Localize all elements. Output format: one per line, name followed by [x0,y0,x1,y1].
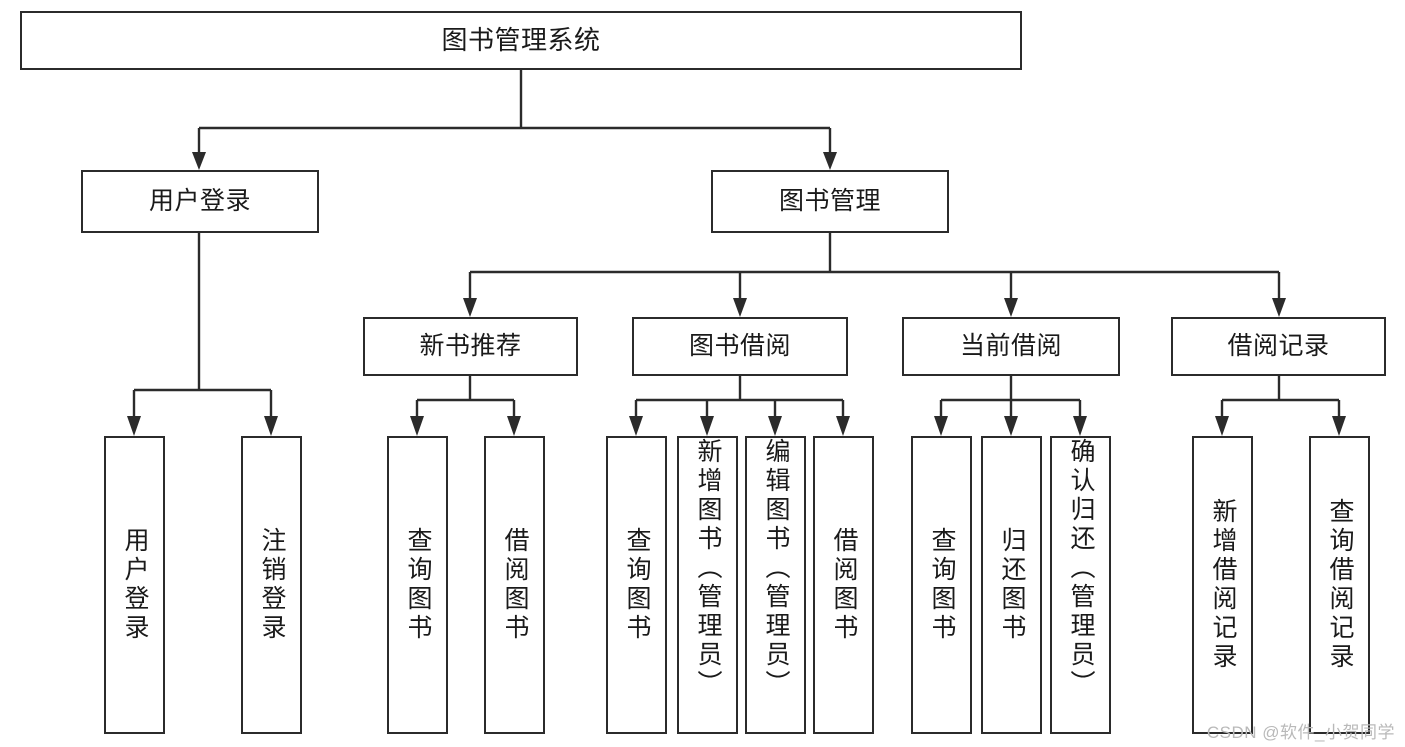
node-label: 归还图书 [998,527,1026,643]
leaf-new-book-borrow-book[interactable]: 借阅图书 [484,436,545,734]
node-label: 注销登录 [258,527,286,643]
node-label: 编辑图书（管理员） [762,438,790,699]
node-label: 新增图书（管理员） [694,438,722,699]
node-label: 图书管理 [778,186,881,215]
node-label: 查询图书 [404,527,432,643]
leaf-book-borrow-add-book-admin[interactable]: 新增图书（管理员） [677,436,738,734]
node-label: 用户登录 [148,186,251,215]
leaf-book-borrow-query-book[interactable]: 查询图书 [606,436,667,734]
node-label: 查询图书 [623,527,651,643]
node-label: 用户登录 [121,527,149,643]
leaf-book-borrow-edit-book-admin[interactable]: 编辑图书（管理员） [745,436,806,734]
node-book-borrow[interactable]: 图书借阅 [632,317,848,376]
node-label: 查询图书 [928,527,956,643]
node-new-book-recommend[interactable]: 新书推荐 [363,317,578,376]
csdn-watermark: CSDN @软件_小贺同学 [1206,723,1395,742]
leaf-book-borrow-borrow-book[interactable]: 借阅图书 [813,436,874,734]
node-label: 借阅图书 [501,527,529,643]
node-label: 图书管理系统 [441,25,601,56]
leaf-current-borrow-query-book[interactable]: 查询图书 [911,436,972,734]
leaf-new-book-query-book[interactable]: 查询图书 [387,436,448,734]
node-label: 确认归还（管理员） [1067,438,1095,699]
leaf-user-login-logout[interactable]: 注销登录 [241,436,302,734]
node-label: 借阅图书 [830,527,858,643]
leaf-user-login-login[interactable]: 用户登录 [104,436,165,734]
node-label: 新书推荐 [419,331,522,360]
leaf-current-borrow-confirm-return-admin[interactable]: 确认归还（管理员） [1050,436,1111,734]
node-label: 新增借阅记录 [1209,498,1237,672]
leaf-current-borrow-return-book[interactable]: 归还图书 [981,436,1042,734]
node-book-management[interactable]: 图书管理 [711,170,949,233]
node-label: 查询借阅记录 [1326,498,1354,672]
node-borrow-record[interactable]: 借阅记录 [1171,317,1386,376]
node-root-system[interactable]: 图书管理系统 [20,11,1022,70]
node-label: 当前借阅 [959,331,1062,360]
node-user-login[interactable]: 用户登录 [81,170,319,233]
node-label: 借阅记录 [1227,331,1330,360]
node-label: 图书借阅 [688,331,791,360]
node-current-borrow[interactable]: 当前借阅 [902,317,1120,376]
leaf-borrow-record-add-record[interactable]: 新增借阅记录 [1192,436,1253,734]
leaf-borrow-record-query-record[interactable]: 查询借阅记录 [1309,436,1370,734]
